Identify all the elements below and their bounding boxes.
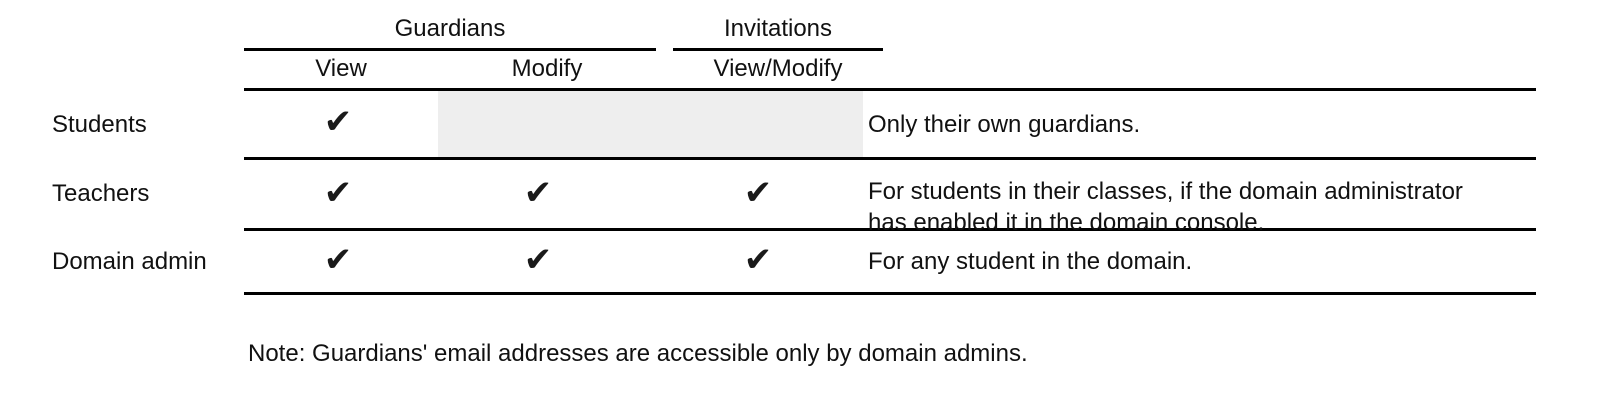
row-description-line: Only their own guardians.: [868, 111, 1141, 138]
column-header-view-modify: View/Modify: [713, 55, 843, 82]
group-header-invitations: Invitations: [723, 15, 833, 42]
row-label-domain-admin: Domain admin: [52, 248, 207, 275]
checkmark-icon: ✔: [323, 173, 353, 213]
table-note: Note: Guardians' email addresses are acc…: [248, 340, 1028, 367]
row-description-domain-admin: For any student in the domain.: [868, 246, 1528, 277]
checkmark-icon: ✔: [323, 240, 353, 280]
table-rule-after-teachers: [244, 228, 1536, 231]
column-header-modify: Modify: [511, 55, 583, 82]
group-header-guardians-underline: [244, 48, 656, 51]
checkmark-icon: ✔: [523, 240, 553, 280]
checkmark-icon: ✔: [523, 173, 553, 213]
row-description-line: has enabled it in the domain console.: [868, 209, 1265, 236]
table-row: Domain admin ✔ ✔ ✔ For any student in th…: [0, 231, 1600, 292]
table-rule-header-bottom: [244, 88, 1536, 91]
checkmark-icon: ✔: [323, 102, 353, 142]
row-description-students: Only their own guardians.: [868, 109, 1528, 140]
table-rule-bottom: [244, 292, 1536, 295]
table-group-header-row: Guardians Invitations: [0, 12, 1600, 51]
group-header-guardians: Guardians: [394, 15, 506, 42]
row-description-line: For any student in the domain.: [868, 248, 1193, 275]
table-rule-after-students: [244, 157, 1536, 160]
row-description-teachers: For students in their classes, if the do…: [868, 176, 1528, 238]
table-row: Students ✔ Only their own guardians.: [0, 91, 1600, 157]
group-header-invitations-underline: [673, 48, 883, 51]
checkmark-icon: ✔: [743, 173, 773, 213]
row-description-line: For students in their classes, if the do…: [868, 178, 1463, 205]
table-column-header-row: View Modify View/Modify: [0, 53, 1600, 87]
row-label-teachers: Teachers: [52, 180, 150, 207]
checkmark-icon: ✔: [743, 240, 773, 280]
row-label-students: Students: [52, 111, 147, 138]
column-header-view: View: [315, 55, 367, 82]
table-row: Teachers ✔ ✔ ✔ For students in their cla…: [0, 160, 1600, 236]
disabled-cell-students-modify: [438, 91, 863, 157]
